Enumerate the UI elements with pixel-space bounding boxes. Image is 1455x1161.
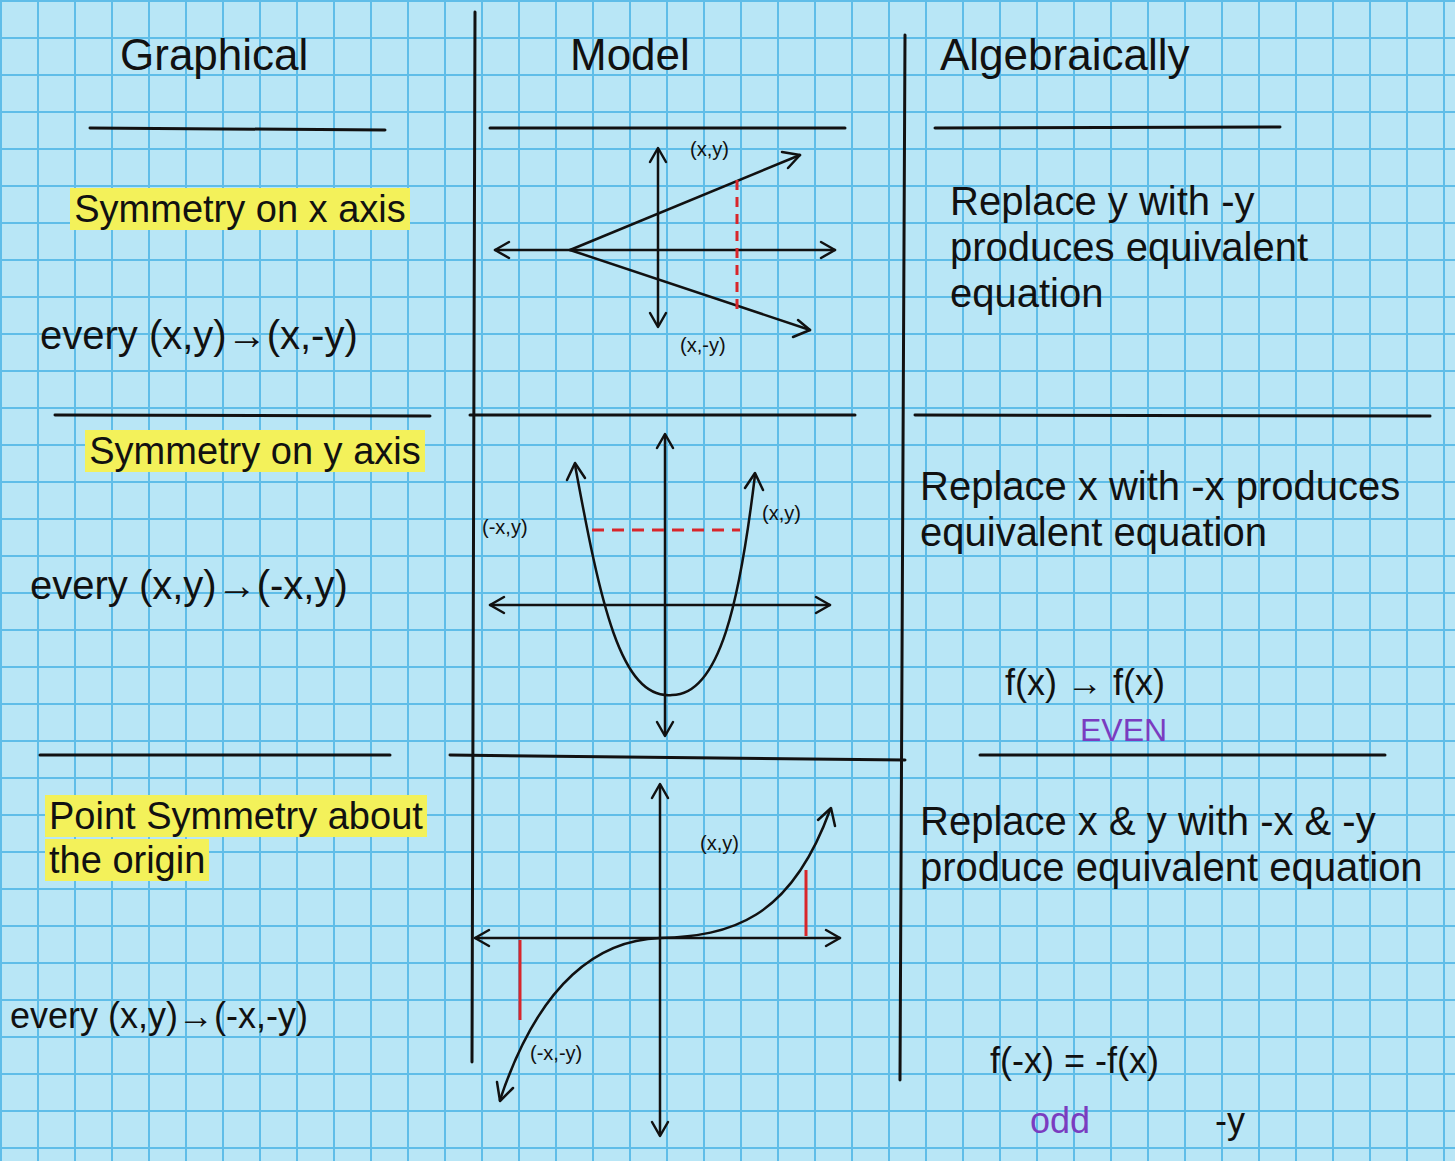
row-title-cell: Symmetry on x axis	[70, 188, 410, 232]
point-label: (x,-y)	[680, 334, 726, 356]
column-heading-cell: Algebraically	[940, 30, 1189, 81]
point-label: (x,y)	[700, 832, 739, 854]
parity-label-cell: EVEN	[1080, 712, 1167, 749]
row-title-cell: Point Symmetry about the origin	[45, 795, 425, 882]
column-heading: Graphical	[120, 30, 308, 79]
algebra-rule: Replace x with -x produces equivalent eq…	[920, 464, 1400, 554]
mapping-rule-cell: every (x,y)→(-x,-y)	[10, 995, 308, 1036]
algebra-rule: Replace y with -y produces equivalent eq…	[950, 179, 1308, 315]
parity-label: EVEN	[1080, 712, 1167, 748]
row-title: Symmetry on x axis	[70, 188, 410, 230]
point-label: (-x,-y)	[530, 1042, 582, 1064]
mapping-rule: every (x,y)→(-x,-y)	[10, 995, 308, 1036]
note-label: -y	[1215, 1100, 1245, 1141]
mapping-rule: every (x,y)→(x,-y)	[40, 313, 358, 357]
note-label-cell: -y	[1215, 1100, 1245, 1141]
point-label-cell: (x,-y)	[680, 334, 726, 357]
point-label-cell: (x,y)	[762, 502, 801, 525]
algebra-rule-cell: Replace x & y with -x & -y produce equiv…	[920, 798, 1445, 890]
algebra-rule-cell: Replace x with -x produces equivalent eq…	[920, 463, 1445, 555]
point-label-cell: (-x,-y)	[530, 1042, 582, 1065]
mapping-rule-cell: every (x,y)→(-x,y)	[30, 562, 348, 608]
function-rule: f(-x) = -f(x)	[990, 1040, 1159, 1081]
column-heading-cell: Model	[570, 30, 690, 81]
point-label: (x,y)	[690, 138, 729, 160]
point-label-cell: (x,y)	[690, 138, 729, 161]
column-heading: Model	[570, 30, 690, 79]
point-label-cell: (x,y)	[700, 832, 739, 855]
row-title: Point Symmetry about the origin	[45, 795, 427, 881]
algebra-rule: Replace x & y with -x & -y produce equiv…	[920, 799, 1423, 889]
function-rule-cell: f(x) → f(x)	[1005, 662, 1165, 703]
column-heading: Algebraically	[940, 30, 1189, 79]
parity-label: odd	[1030, 1100, 1090, 1141]
point-label: (x,y)	[762, 502, 801, 524]
column-heading-cell: Graphical	[120, 30, 308, 81]
algebra-rule-cell: Replace y with -y produces equivalent eq…	[950, 178, 1430, 316]
row-title-cell: Symmetry on y axis	[65, 430, 445, 474]
point-label-cell: (-x,y)	[482, 516, 528, 539]
parity-label-cell: odd	[1030, 1100, 1090, 1141]
point-label: (-x,y)	[482, 516, 528, 538]
row-title: Symmetry on y axis	[85, 430, 425, 472]
function-rule-cell: f(-x) = -f(x)	[990, 1040, 1159, 1081]
mapping-rule-cell: every (x,y)→(x,-y)	[40, 312, 358, 358]
mapping-rule: every (x,y)→(-x,y)	[30, 563, 348, 607]
function-rule: f(x) → f(x)	[1005, 662, 1165, 703]
